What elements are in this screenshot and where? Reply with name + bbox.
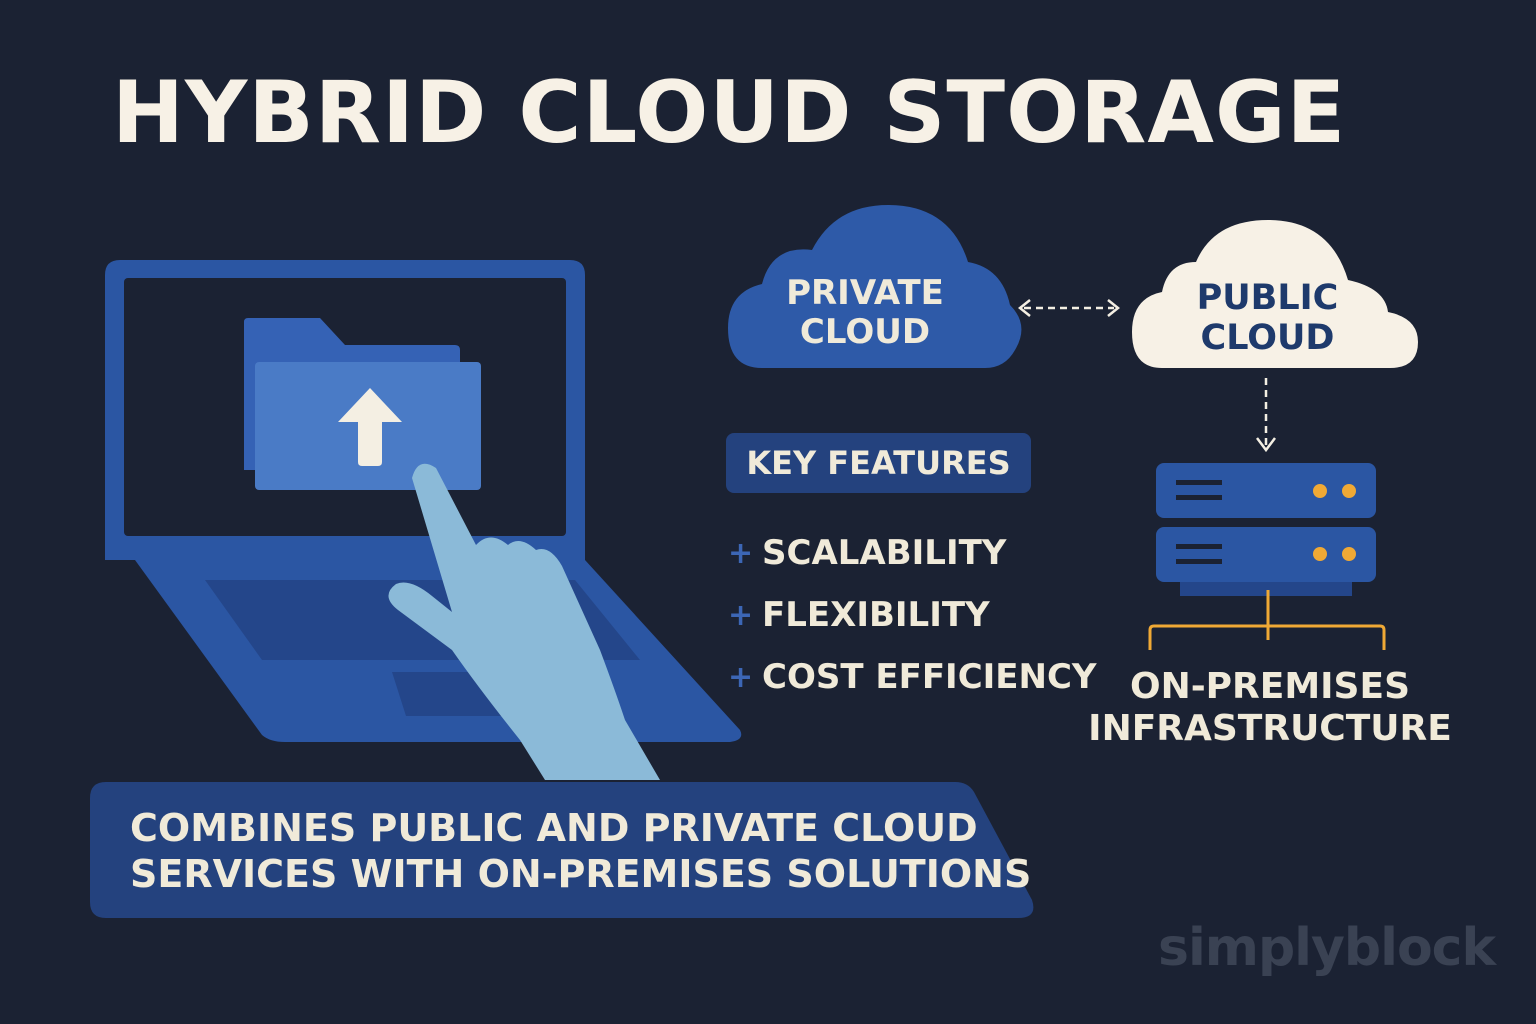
public-cloud-line1: PUBLIC xyxy=(1196,278,1339,318)
key-features-heading: KEY FEATURES xyxy=(746,444,1011,482)
feature-list: + SCALABILITY + FLEXIBILITY + COST EFFIC… xyxy=(728,522,1097,708)
plus-icon: + xyxy=(728,597,754,633)
brand-logo-text: simplyblock xyxy=(1158,918,1496,978)
laptop-illustration xyxy=(105,260,742,780)
public-cloud-line2: CLOUD xyxy=(1200,318,1335,359)
network-bracket-icon xyxy=(1148,590,1386,650)
upload-folder-icon xyxy=(244,318,481,490)
description-line2: SERVICES WITH ON-PREMISES SOLUTIONS xyxy=(130,851,1032,896)
feature-text: COST EFFICIENCY xyxy=(762,657,1097,697)
description-text: COMBINES PUBLIC AND PRIVATE CLOUD SERVIC… xyxy=(130,806,1032,897)
plus-icon: + xyxy=(728,659,754,695)
server-stack-icon xyxy=(1156,463,1376,596)
page-title: HYBRID CLOUD STORAGE xyxy=(112,63,1347,163)
bidirectional-arrow-icon xyxy=(1017,299,1121,317)
description-line1: COMBINES PUBLIC AND PRIVATE CLOUD xyxy=(130,806,978,850)
on-premises-line2: INFRASTRUCTURE xyxy=(1088,708,1452,750)
private-cloud-line1: PRIVATE xyxy=(786,273,944,313)
pointing-hand-icon xyxy=(388,463,660,780)
private-cloud-line2: CLOUD xyxy=(799,312,931,353)
plus-icon: + xyxy=(728,535,754,571)
public-cloud-label: PUBLIC CLOUD xyxy=(1150,278,1385,359)
feature-text: FLEXIBILITY xyxy=(762,595,990,635)
on-premises-line1: ON-PREMISES xyxy=(1129,666,1411,707)
feature-text: SCALABILITY xyxy=(762,533,1007,573)
private-cloud-icon xyxy=(728,205,1022,368)
feature-item: + SCALABILITY xyxy=(728,522,1097,584)
feature-item: + COST EFFICIENCY xyxy=(728,646,1097,708)
private-cloud-label: PRIVATE CLOUD xyxy=(750,273,980,353)
key-features-heading-box: KEY FEATURES xyxy=(726,433,1031,493)
down-arrow-icon xyxy=(1256,378,1276,453)
description-banner xyxy=(90,782,1034,918)
on-premises-label: ON-PREMISES INFRASTRUCTURE xyxy=(1080,666,1460,751)
feature-item: + FLEXIBILITY xyxy=(728,584,1097,646)
public-cloud-icon xyxy=(1132,220,1418,368)
